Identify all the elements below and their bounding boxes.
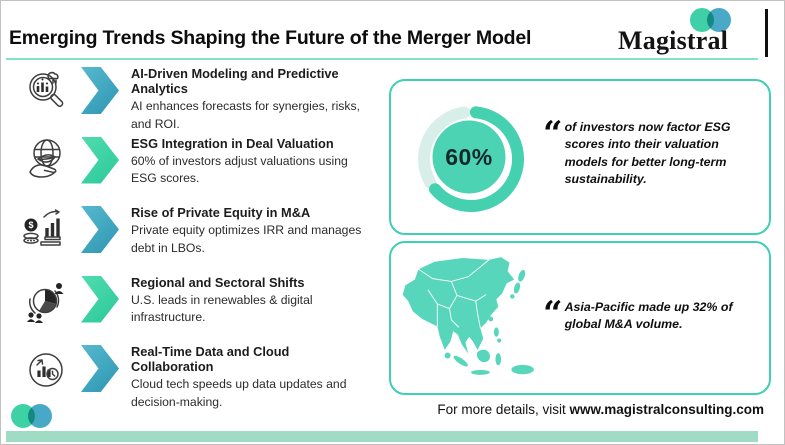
magistral-logo: Magistral [616, 7, 768, 58]
footer-note: For more details, visit www.magistralcon… [437, 402, 764, 417]
logo-circle-blue-icon [28, 404, 52, 428]
footer-text: For more details, visit [437, 402, 570, 417]
trend-title: ESG Integration in Deal Valuation [131, 135, 334, 151]
website-link[interactable]: www.magistralconsulting.com [569, 402, 764, 417]
trend-title: AI-Driven Modeling and Predictive Analyt… [131, 66, 339, 96]
donut-percent-label: 60% [445, 143, 493, 170]
trend-description: 60% of investors adjust valuations using… [131, 153, 348, 186]
quote-text: of investors now factor ESG scores into … [564, 120, 731, 187]
esg-quote: “ of investors now factor ESG scores int… [543, 114, 758, 188]
quote-text: Asia-Pacific made up 32% of global M&A v… [564, 300, 733, 332]
esg-globe-hand-icon [19, 135, 75, 189]
quote-mark-icon: “ [543, 114, 563, 154]
bottom-accent-bar [6, 431, 758, 442]
trend-description: AI enhances forecasts for synergies, ris… [131, 99, 360, 131]
private-equity-money-chart-icon: $ [19, 204, 75, 258]
asia-pacific-quote: “ Asia-Pacific made up 32% of global M&A… [543, 294, 755, 334]
logo-circle-blue-icon [707, 8, 731, 32]
trend-row-ai-modeling: AI-Driven Modeling and Predictive Analyt… [19, 65, 385, 131]
trend-row-regional-shifts: Regional and Sectoral Shifts U.S. leads … [19, 274, 385, 336]
trend-text: AI-Driven Modeling and Predictive Analyt… [131, 65, 367, 133]
trend-title: Regional and Sectoral Shifts [131, 274, 305, 290]
trend-text: Regional and Sectoral Shifts U.S. leads … [131, 274, 367, 327]
trend-row-esg-integration: ESG Integration in Deal Valuation 60% of… [19, 135, 385, 197]
trend-row-realtime-data: Real-Time Data and Cloud Collaboration C… [19, 343, 385, 409]
chevron-right-icon [81, 67, 119, 114]
trend-description: U.S. leads in renewables & digital infra… [131, 292, 313, 325]
trend-row-private-equity: $ Rise of Private Equity in M&A Private … [19, 204, 385, 266]
logo-wordmark: Magistral [618, 26, 729, 55]
asia-map [397, 249, 547, 387]
chevron-right-icon [81, 206, 119, 253]
title-underline [6, 58, 758, 60]
trend-description: Cloud tech speeds up data updates and de… [131, 377, 347, 409]
chevron-right-icon [81, 345, 119, 392]
trend-text: Real-Time Data and Cloud Collaboration C… [131, 343, 367, 411]
trend-title: Rise of Private Equity in M&A [131, 205, 311, 220]
dollar-glyph: $ [28, 220, 33, 230]
regional-sectoral-pie-people-icon [19, 274, 75, 328]
quote-mark-icon: “ [543, 294, 563, 334]
ai-analytics-magnifier-icon [19, 65, 75, 119]
footer-logo-mark [11, 404, 57, 430]
trend-text: ESG Integration in Deal Valuation 60% of… [131, 135, 367, 188]
realtime-data-clock-chart-icon [19, 343, 75, 397]
chevron-right-icon [81, 136, 119, 184]
trend-list: AI-Driven Modeling and Predictive Analyt… [19, 65, 385, 409]
chevron-right-icon [81, 275, 119, 323]
trend-description: Private equity optimizes IRR and manages… [131, 223, 362, 255]
trend-title: Real-Time Data and Cloud Collaboration [131, 344, 290, 374]
logo-vertical-bar [765, 9, 768, 57]
esg-stat-card: 60% “ of investors now factor ESG scores… [389, 79, 771, 235]
trend-text: Rise of Private Equity in M&A Private eq… [131, 204, 367, 257]
page-title: Emerging Trends Shaping the Future of th… [9, 27, 532, 49]
asia-pacific-stat-card: “ Asia-Pacific made up 32% of global M&A… [389, 241, 771, 395]
donut-chart: 60% [407, 95, 531, 219]
